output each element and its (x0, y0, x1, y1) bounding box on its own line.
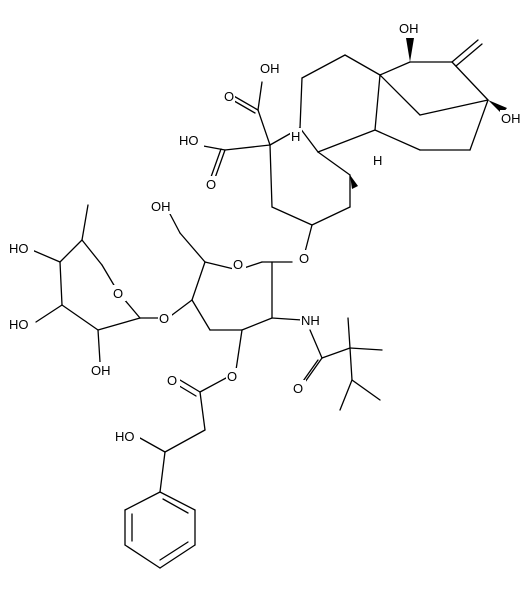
label-oh-rha-3: OH (91, 363, 111, 378)
label-o-ring-glucose: O (233, 257, 243, 272)
label-oh-top: OH (399, 21, 419, 36)
bond-lines (31, 38, 507, 569)
label-oh-bridgehead: OH (501, 111, 521, 126)
label-o-amide: O (293, 381, 303, 396)
label-oh-hydroxymethyl: OH (151, 199, 171, 214)
label-ho-rha-2: HO (9, 317, 29, 332)
label-ho-carboxyl-2: HO (179, 133, 199, 148)
label-h-ring-junction: H (291, 129, 300, 144)
label-o-carboxyl-2: O (206, 177, 216, 192)
label-o-carboxyl-1: O (224, 89, 234, 104)
label-h-bridgehead: H (373, 153, 382, 168)
label-o-ester-link: O (227, 369, 237, 384)
label-oh-carboxyl-1: OH (260, 61, 280, 76)
label-nh-amide: NH (301, 313, 320, 328)
label-o-ester-carbonyl: O (167, 373, 177, 388)
label-o-glycosidic: O (299, 251, 309, 266)
label-ho-side: HO (115, 429, 135, 444)
label-o-link-rhamnose: O (159, 311, 169, 326)
label-ho-rha-1: HO (9, 241, 29, 256)
label-o-ring-rhamnose: O (113, 286, 123, 301)
atom-labels: OH HO O O OH OH H H O OH O O O HO HO OH (8, 20, 526, 444)
